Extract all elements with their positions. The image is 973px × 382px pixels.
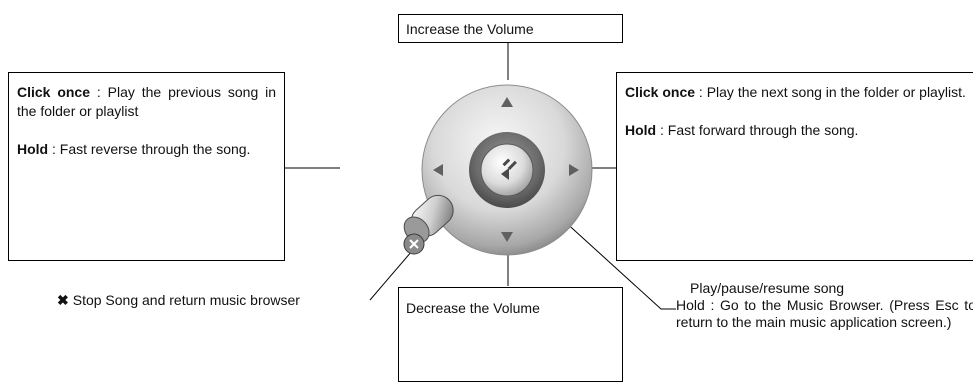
hold-label: Hold — [17, 141, 49, 157]
previous-click-text: : Play the previous song in the folder o… — [17, 84, 276, 119]
click-once-label: Click once — [17, 84, 91, 100]
previous-click-line: Click once : Play the previous song in t… — [17, 83, 276, 121]
stop-song-label: ✖Stop Song and return music browser — [57, 292, 300, 309]
previous-hold-text: : Fast reverse through the song. — [48, 141, 251, 157]
play-pause-text: Play/pause/resume song — [690, 280, 845, 296]
stop-cross-icon: ✖ — [57, 292, 69, 308]
decrease-volume-box: Decrease the Volume — [398, 287, 623, 382]
next-hold-text: : Fast forward through the song. — [656, 122, 859, 138]
increase-volume-text: Increase the Volume — [406, 21, 534, 37]
right-arrow-icon[interactable] — [569, 164, 579, 176]
stop-x-icon — [409, 239, 419, 249]
click-once-label: Click once — [625, 84, 696, 100]
next-click-line: Click once : Play the next song in the f… — [625, 83, 973, 102]
next-click-text: : Play the next song in the folder or pl… — [695, 84, 966, 100]
increase-volume-box: Increase the Volume — [398, 14, 623, 43]
down-arrow-icon[interactable] — [501, 232, 513, 242]
navigation-pad-diagram — [285, 43, 676, 310]
stop-song-text: Stop Song and return music browser — [72, 292, 300, 308]
control-wheel — [421, 84, 593, 256]
hold-label: Hold — [625, 122, 657, 138]
left-arrow-icon[interactable] — [433, 164, 443, 176]
next-song-box: Click once : Play the next song in the f… — [616, 72, 973, 261]
play-pause-icon — [501, 158, 517, 180]
previous-song-box: Click once : Play the previous song in t… — [8, 72, 285, 261]
previous-hold-line: Hold : Fast reverse through the song. — [17, 140, 276, 159]
hold-music-browser-text: Hold : Go to the Music Browser. (Press E… — [676, 297, 973, 330]
play-pause-label: Play/pause/resume song Hold : Go to the … — [676, 280, 973, 331]
stop-stick[interactable] — [398, 189, 459, 255]
decrease-volume-text: Decrease the Volume — [406, 300, 540, 316]
up-arrow-icon[interactable] — [501, 97, 513, 107]
next-hold-line: Hold : Fast forward through the song. — [625, 121, 973, 140]
